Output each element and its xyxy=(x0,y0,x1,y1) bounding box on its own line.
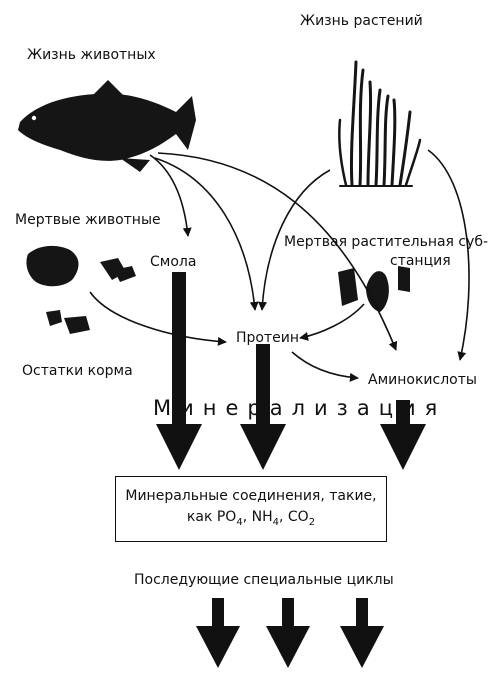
box-po-subscript: 4 xyxy=(236,516,243,528)
box-line-2: как PO4, NH4, CO2 xyxy=(116,509,386,531)
mineralization-arrows xyxy=(156,272,426,470)
output-arrows xyxy=(196,598,384,668)
label-dead-plant-line2: станция xyxy=(390,253,451,269)
label-animal-life: Жизнь животных xyxy=(27,47,156,63)
resin-arrowhead xyxy=(156,424,202,470)
amino-stem xyxy=(396,400,410,426)
arrow-dead-plant-to-protein xyxy=(299,303,365,341)
protein-stem xyxy=(256,344,270,426)
flow-arrows xyxy=(89,149,470,382)
arrow-plant-to-amino xyxy=(427,149,470,361)
arrow-protein-to-amino xyxy=(291,351,359,382)
arrow-plant-to-protein xyxy=(258,169,331,311)
label-dead-animals: Мертвые животные xyxy=(15,212,161,228)
resin-stem xyxy=(172,272,186,426)
box-nh-prefix: , NH xyxy=(242,509,273,525)
label-resin: Смола xyxy=(150,254,197,270)
dead-plant-illustration xyxy=(338,266,410,312)
box-line-1: Минеральные соединения, такие, xyxy=(125,488,377,504)
label-following-cycles: Последующие специальные циклы xyxy=(134,572,394,588)
amino-arrowhead xyxy=(380,424,426,470)
box-po-prefix: как PO xyxy=(186,509,237,525)
label-feed-remains: Остатки корма xyxy=(22,363,133,379)
arrow-fish-to-resin xyxy=(149,154,192,237)
label-protein: Протеин xyxy=(236,330,299,346)
plants-illustration xyxy=(338,60,422,187)
protein-arrowhead xyxy=(240,424,286,470)
dead-animals-illustration xyxy=(26,245,136,287)
label-amino-acids: Аминокислоты xyxy=(368,372,477,388)
box-nh-subscript: 4 xyxy=(272,516,279,528)
arrow-dead-animals-to-protein xyxy=(89,291,227,346)
mineral-compounds-box: Минеральные соединения, такие, как PO4, … xyxy=(115,476,387,542)
arrow-fish-to-amino xyxy=(157,152,398,351)
arrow-fish-to-protein xyxy=(154,157,259,311)
fish-illustration xyxy=(18,80,196,172)
label-plant-life: Жизнь растений xyxy=(300,13,423,29)
label-mineralization: Минерализация xyxy=(153,396,447,420)
label-dead-plant-line1: Мертвая растительная суб- xyxy=(284,234,489,250)
feed-remains-illustration xyxy=(46,310,90,334)
box-co-prefix: , CO xyxy=(278,509,309,525)
box-co-subscript: 2 xyxy=(308,516,316,528)
